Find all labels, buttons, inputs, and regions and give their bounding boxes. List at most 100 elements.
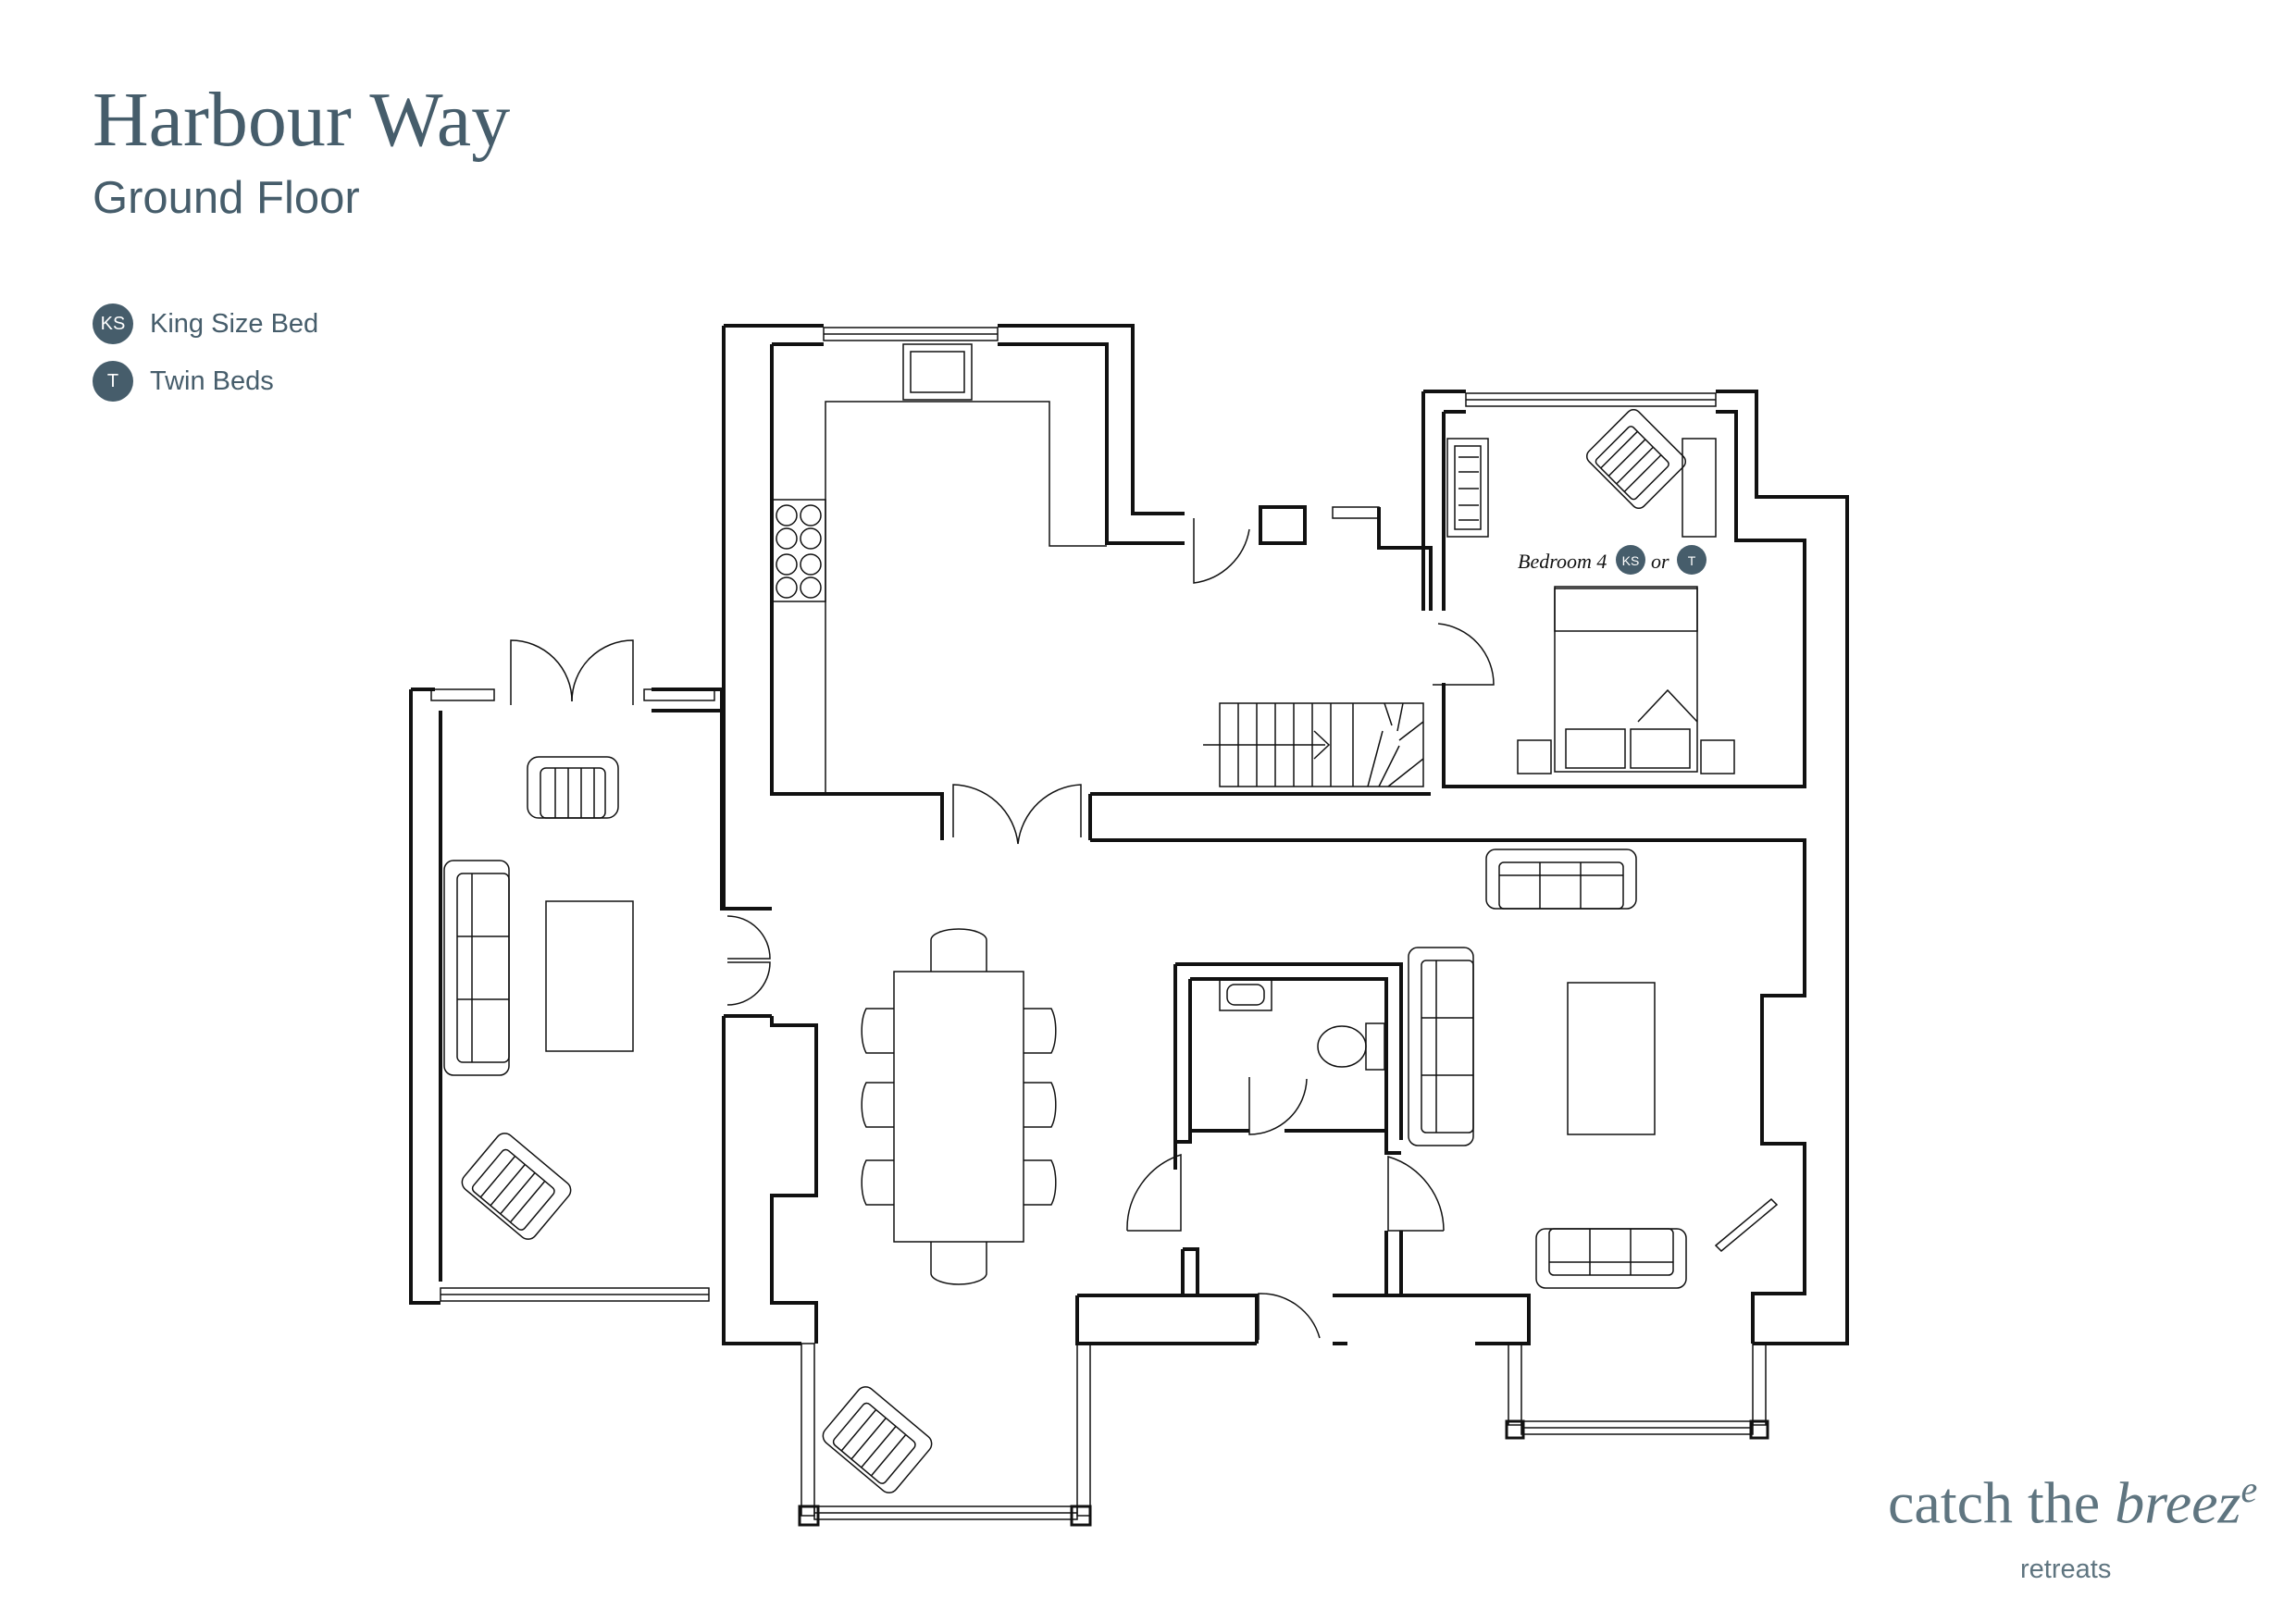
door: [726, 915, 771, 960]
lounge-left-furniture: [443, 756, 634, 1240]
window: [1076, 1343, 1091, 1517]
brand-prefix: catch the: [1888, 1469, 2116, 1536]
door: [726, 961, 771, 1006]
wardrobe-inner: [1454, 445, 1482, 530]
wc-fittings: [1219, 978, 1385, 1071]
chair: [1024, 1159, 1057, 1206]
armchair-lines: [554, 768, 595, 818]
lounge-armchair: [461, 1133, 572, 1240]
legend-item-king-size: KS King Size Bed: [93, 304, 318, 344]
legend-label: King Size Bed: [150, 308, 319, 339]
king-size-badge-icon: KS: [93, 304, 133, 344]
wall: [722, 1014, 801, 1345]
hob-ring: [800, 504, 822, 527]
kitchen-fittings: [771, 343, 1107, 794]
sofa-seat: [1548, 1228, 1674, 1276]
chair: [930, 1242, 987, 1285]
stairs: [1203, 702, 1424, 787]
brand-accent: breez: [2115, 1469, 2241, 1536]
walls: [409, 324, 1849, 1345]
hob-ring: [776, 504, 798, 527]
window: [430, 688, 495, 701]
brand-wordmark: catch the breeze: [1888, 1471, 2277, 1532]
sofa-seat: [1498, 861, 1624, 910]
wall: [1183, 1247, 1199, 1295]
chair: [1024, 1082, 1057, 1128]
wall: [1442, 410, 1806, 788]
windows: [430, 327, 1769, 1527]
sofa: [1485, 849, 1637, 910]
chair: [1024, 1008, 1057, 1054]
bed-fold: [1637, 688, 1698, 723]
wall: [1181, 1231, 1403, 1297]
wall: [770, 344, 944, 840]
page-subtitle: Ground Floor: [93, 173, 360, 223]
bedside-table: [1700, 739, 1735, 774]
hob-ring: [800, 527, 822, 550]
sofa-seat: [1421, 960, 1474, 1134]
twin-badge-icon: [1677, 545, 1706, 575]
bedroom-furniture: [1446, 408, 1735, 774]
cistern: [1365, 1022, 1385, 1071]
twin-badge-icon: T: [93, 361, 133, 402]
doors: [510, 518, 1495, 1340]
room-name: Bedroom 4: [1518, 550, 1607, 573]
room-joiner: or: [1651, 550, 1669, 573]
wall: [770, 1016, 818, 1344]
door: [1433, 623, 1495, 686]
sofa: [1408, 947, 1474, 1146]
window: [1508, 1343, 1522, 1426]
brand-tagline: retreats: [2020, 1555, 2112, 1584]
badge-text: KS: [1622, 553, 1640, 568]
chair: [861, 1008, 894, 1054]
wardrobe: [1446, 438, 1489, 538]
bay-post: [1070, 1505, 1092, 1527]
wall: [1075, 1295, 1257, 1345]
wall: [1421, 390, 1849, 1345]
chair: [930, 928, 987, 972]
door: [1126, 1153, 1182, 1232]
wall: [1088, 792, 1431, 840]
worktop: [825, 401, 1107, 794]
hangers: [1458, 456, 1479, 521]
wall: [1384, 1131, 1401, 1155]
hob-ring: [776, 576, 798, 599]
legend-label: Twin Beds: [150, 365, 274, 396]
brand-logo: catch the breeze retreats: [1888, 1471, 2277, 1585]
bedroom4-label: Bedroom 4 KS or T: [1518, 545, 1706, 575]
window: [800, 1343, 815, 1517]
stair-arrow-icon: [1313, 730, 1331, 760]
bed: [1554, 586, 1698, 773]
door: [1248, 1077, 1308, 1135]
hob-ring: [800, 576, 822, 599]
legend-item-twin: T Twin Beds: [93, 361, 318, 402]
wall: [772, 342, 1185, 545]
window: [1332, 506, 1380, 519]
bay-post: [1505, 1419, 1525, 1440]
bay-post: [798, 1505, 820, 1527]
lounge-right-furniture: [1408, 849, 1779, 1289]
hob-ring: [776, 527, 798, 550]
wall: [1259, 505, 1307, 545]
page-title: Harbour Way: [93, 77, 511, 163]
bedroom-armchair: [1585, 408, 1687, 510]
hob: [771, 499, 826, 602]
dining-furniture: [822, 928, 1057, 1493]
bay-post: [1749, 1419, 1769, 1440]
hob-ring: [776, 553, 798, 576]
dresser: [1682, 438, 1717, 538]
wall: [1377, 507, 1433, 611]
door: [1193, 518, 1250, 584]
door: [1258, 1293, 1321, 1340]
pillow: [1565, 728, 1626, 769]
door: [510, 639, 573, 705]
sofa-seat: [456, 873, 510, 1063]
hob-ring: [800, 553, 822, 576]
coffee-table: [1567, 982, 1656, 1135]
stair-winder: [1367, 702, 1424, 787]
bedside-table: [1517, 739, 1552, 774]
dining-table: [893, 971, 1024, 1243]
sofa: [1535, 1228, 1687, 1289]
wall: [1077, 1249, 1185, 1297]
door: [952, 784, 1019, 845]
